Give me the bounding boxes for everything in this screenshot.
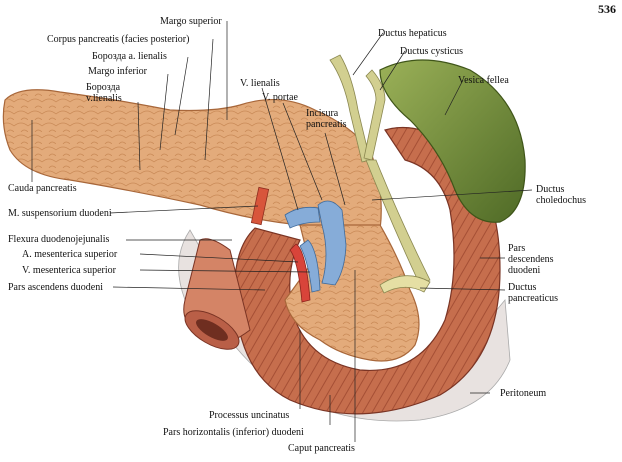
leader-lines	[31, 21, 533, 442]
label-flexura: Flexura duodenojejunalis	[8, 234, 110, 245]
pancreatic-duct	[379, 275, 431, 294]
label-corpus-pancreatis: Corpus pancreatis (facies posterior)	[47, 34, 190, 45]
label-pars-descendens-1: Pars	[508, 243, 526, 254]
label-incisura-1: Incisura	[306, 108, 339, 119]
label-pars-descendens-2: descendens	[508, 254, 554, 265]
label-borozda-v-lienalis-2: v.lienalis	[86, 93, 122, 104]
label-ductus-hepaticus: Ductus hepaticus	[378, 28, 447, 39]
hepatic-duct	[329, 54, 371, 163]
label-borozda-v-lienalis-1: Борозда	[86, 82, 121, 93]
label-vesica-fellea: Vesica fellea	[458, 75, 509, 86]
common-bile-duct	[365, 159, 431, 286]
label-margo-inferior: Margo inferior	[88, 66, 147, 77]
label-v-portae: V. portae	[262, 92, 298, 103]
label-ductus-choledochus-2: choledochus	[536, 195, 586, 206]
label-peritoneum: Peritoneum	[500, 388, 547, 399]
label-pars-ascendens: Pars ascendens duodeni	[8, 282, 103, 293]
suspensory-muscle	[250, 186, 270, 226]
gallbladder	[379, 59, 526, 223]
label-cauda-pancreatis: Cauda pancreatis	[8, 183, 77, 194]
label-ductus-pancreaticus-1: Ductus	[508, 282, 537, 293]
label-margo-superior: Margo superior	[160, 16, 222, 27]
superior-mesenteric-artery	[289, 243, 311, 303]
page-number: 536	[598, 2, 616, 16]
label-caput-pancreatis: Caput pancreatis	[288, 443, 355, 454]
label-processus-uncinatus: Processus uncinatus	[209, 410, 290, 421]
cystic-duct	[363, 69, 386, 161]
label-v-mesenterica: V. mesenterica superior	[22, 265, 116, 276]
superior-mesenteric-vein	[299, 239, 321, 293]
label-a-mesenterica: A. mesenterica superior	[22, 249, 118, 260]
splenic-vein	[284, 206, 321, 229]
label-incisura-2: pancreatis	[306, 119, 347, 130]
label-borozda-a-lienalis: Борозда a. lienalis	[92, 51, 167, 62]
label-pars-descendens-3: duodeni	[508, 265, 541, 276]
label-ductus-choledochus-1: Ductus	[536, 184, 565, 195]
label-pars-horizontalis: Pars horizontalis (inferior) duodeni	[163, 427, 304, 438]
label-ductus-cysticus: Ductus cysticus	[400, 46, 464, 57]
label-m-suspensorium: M. suspensorium duodeni	[8, 208, 112, 219]
label-ductus-pancreaticus-2: pancreaticus	[508, 293, 558, 304]
label-v-lienalis: V. lienalis	[240, 78, 280, 89]
portal-vein	[317, 200, 347, 286]
